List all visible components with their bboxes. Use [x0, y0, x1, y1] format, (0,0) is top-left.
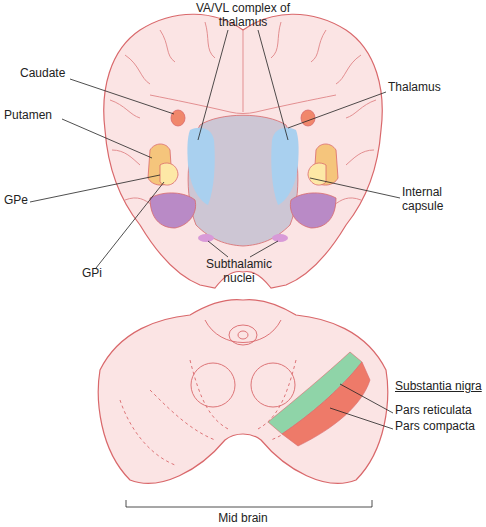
- structure-label: Pars reticulata: [395, 403, 486, 417]
- structure-label: Subthalamic nuclei: [196, 257, 282, 285]
- structure-label: Pars compacta: [395, 419, 486, 433]
- structure-label: Thalamus: [388, 80, 468, 94]
- structure-label: Mid brain: [193, 511, 293, 525]
- structure-label: GPi: [82, 266, 122, 280]
- thalamus-region: [188, 115, 298, 246]
- structure-label: Putamen: [4, 108, 74, 122]
- caudate-left: [171, 110, 185, 126]
- structure-label: Caudate: [20, 66, 80, 80]
- midbrain-outline: [98, 300, 387, 484]
- structure-label: Internal capsule: [402, 185, 468, 213]
- structure-label: VA/VL complex of thalamus: [185, 1, 301, 29]
- leader-lines: [30, 30, 400, 507]
- gpe-right: [308, 163, 326, 185]
- temporal-right: [290, 193, 336, 228]
- subthalamic-left: [198, 234, 214, 242]
- subthalamic-right: [272, 234, 288, 242]
- coronal-outline: [104, 14, 382, 288]
- structure-label: GPe: [4, 193, 44, 207]
- vavl-left: [187, 128, 214, 205]
- structure-label: Substantia nigra: [395, 379, 486, 393]
- gpe-left: [160, 163, 178, 185]
- vavl-right: [271, 128, 298, 205]
- caudate-right: [301, 110, 315, 126]
- pars-compacta-region: [282, 362, 370, 446]
- temporal-left: [150, 193, 196, 228]
